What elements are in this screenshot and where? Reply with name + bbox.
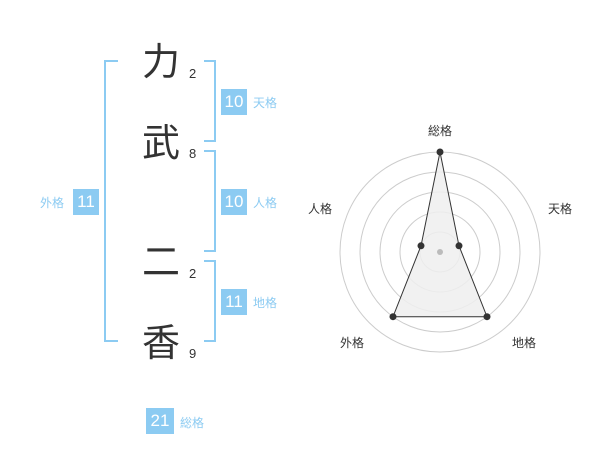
tenkaku-label: 天格 [253, 96, 278, 110]
radar-point-2 [455, 242, 463, 250]
radar-label-jinkaku: 人格 [308, 202, 333, 216]
radar-label-chikaku: 地格 [512, 336, 537, 350]
jinkaku-label: 人格 [253, 196, 278, 210]
radar-point-3 [483, 313, 491, 321]
tenkaku-bracket [204, 60, 216, 142]
name-char-3: 二 [141, 240, 180, 284]
gaikaku-value-badge: 11 [73, 189, 99, 215]
radar-point-1 [436, 148, 444, 156]
chikaku-bracket [204, 260, 216, 342]
radar-label-gaikaku: 外格 [340, 336, 365, 350]
radar-area [392, 151, 488, 318]
soukaku-label: 総格 [180, 416, 205, 430]
stroke-count-2: 8 [189, 146, 197, 161]
radar-center-dot [437, 249, 443, 255]
radar-points [389, 148, 491, 321]
jinkaku-value-badge: 10 [221, 189, 247, 215]
soukaku-value-badge: 21 [146, 408, 174, 434]
chikaku-value-badge: 11 [221, 289, 247, 315]
tenkaku-value-badge: 10 [221, 89, 247, 115]
radar-label-tenkaku: 天格 [548, 202, 573, 216]
name-char-2: 武 [141, 121, 180, 165]
stroke-count-4: 9 [189, 346, 197, 361]
name-char-1: 力 [141, 40, 180, 84]
radar-point-4 [389, 313, 397, 321]
radar-point-5 [417, 242, 425, 250]
stroke-count-1: 2 [189, 66, 197, 81]
jinkaku-bracket [204, 150, 216, 252]
name-char-4: 香 [141, 321, 180, 365]
gaikaku-label: 外格 [40, 196, 65, 210]
radar-label-soukaku: 総格 [428, 124, 453, 138]
gaikaku-bracket [104, 60, 118, 342]
chikaku-label: 地格 [253, 296, 278, 310]
stroke-count-3: 2 [189, 266, 197, 281]
